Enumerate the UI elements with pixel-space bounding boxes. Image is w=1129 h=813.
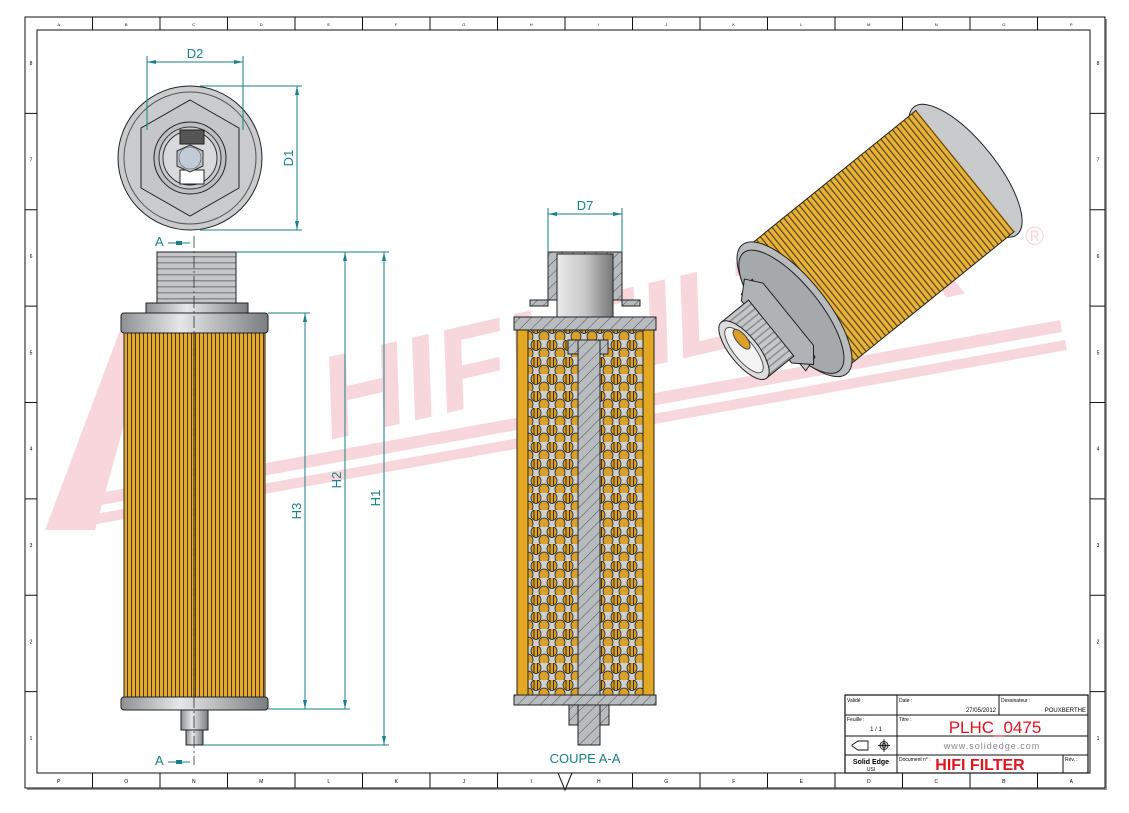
dessinateur-value: POUXBERTHE [1045, 708, 1086, 714]
date-value: 27/05/2012 [966, 708, 997, 714]
zone-label-bottom: C [934, 779, 938, 785]
centering-mark-icon [557, 772, 573, 792]
dimension-d7: D7 [547, 198, 623, 252]
section-marker-top: A [155, 234, 190, 249]
zone-label-left: 1 [30, 736, 33, 742]
section-mark-a-bottom: A [155, 753, 164, 768]
zone-label-left: 2 [30, 639, 33, 645]
label-h3: H3 [289, 503, 304, 520]
label-d1: D1 [281, 150, 296, 167]
dimension-h1: H1 [203, 252, 389, 746]
zone-label-top: O [1002, 22, 1005, 27]
feuille-label: Feuille : [847, 717, 865, 723]
side-view [120, 236, 269, 765]
zone-label-top: J [665, 22, 667, 27]
document-label: Document n° : [899, 757, 931, 763]
titre-label: Titre : [899, 717, 912, 723]
isometric-view [718, 103, 1023, 380]
zone-label-top: E [327, 22, 330, 27]
zone-label-right: 7 [1097, 158, 1100, 164]
zone-label-right: 6 [1097, 254, 1100, 260]
zone-label-bottom: F [732, 779, 735, 785]
watermark-registered-mark: ® [1025, 221, 1044, 251]
zone-label-bottom: K [395, 779, 399, 785]
dessinateur-label: Dessinateur : [1001, 698, 1030, 704]
document-number: HIFI FILTER [935, 757, 1025, 774]
section-view [513, 251, 657, 746]
zone-label-bottom: J [463, 779, 466, 785]
top-view [117, 85, 263, 231]
zone-label-left: 4 [30, 447, 33, 453]
zone-label-top: M [867, 22, 870, 27]
drawing-title: PLHC_0475 [949, 718, 1042, 737]
zone-label-right: 3 [1097, 543, 1100, 549]
section-marker-bottom: A [155, 753, 190, 768]
zone-label-right: 5 [1097, 350, 1100, 356]
section-mark-a-top: A [155, 234, 164, 249]
zone-label-right: 8 [1097, 61, 1100, 67]
zone-label-top: L [800, 22, 803, 27]
zone-label-bottom: M [259, 779, 263, 785]
label-d7: D7 [577, 198, 594, 213]
zone-label-bottom: B [1002, 779, 1006, 785]
valide-label: Validé : [847, 698, 863, 704]
website-text: www.solidedge.com [943, 741, 1041, 751]
zone-label-left: 7 [30, 158, 33, 164]
zone-label-top: I [598, 22, 599, 27]
zone-label-bottom: H [597, 779, 601, 785]
zone-label-bottom: A [1070, 779, 1074, 785]
rev-label: Rév. : [1065, 757, 1078, 763]
zone-label-top: D [260, 22, 263, 27]
units-value: USI [867, 767, 875, 773]
zone-label-top: A [57, 22, 60, 27]
zone-label-top: K [732, 22, 735, 27]
projection-symbol-icon [851, 739, 890, 752]
zone-label-left: 3 [30, 543, 33, 549]
zone-label-bottom: P [57, 779, 61, 785]
zone-label-top: C [192, 22, 195, 27]
feuille-value: 1 / 1 [870, 727, 882, 733]
zone-label-left: 8 [30, 61, 33, 67]
zone-label-right: 4 [1097, 447, 1100, 453]
zone-label-right: 2 [1097, 639, 1100, 645]
label-h2: H2 [329, 472, 344, 489]
zone-label-bottom: N [192, 779, 196, 785]
zone-label-top: G [462, 22, 465, 27]
date-label: Date : [899, 698, 912, 704]
zone-label-bottom: E [800, 779, 804, 785]
zone-label-bottom: O [124, 779, 128, 785]
zone-label-top: H [530, 22, 533, 27]
zone-label-bottom: G [664, 779, 668, 785]
zone-label-top: P [1070, 22, 1073, 27]
label-d2: D2 [187, 46, 204, 61]
dimension-d1: D1 [200, 85, 302, 231]
zone-label-left: 5 [30, 350, 33, 356]
border-zone-labels: A P B O C N D M E L F K G J H I I H J G K F L E M D N C O B P A 8 8 7 7 6 6 5 5… [25, 17, 1105, 792]
zone-label-left: 6 [30, 254, 33, 260]
zone-label-bottom: L [327, 779, 330, 785]
label-h1: H1 [368, 490, 383, 507]
dimension-h3: H3 [268, 312, 350, 710]
zone-label-top: F [395, 22, 398, 27]
zone-label-right: 1 [1097, 736, 1100, 742]
section-caption: COUPE A-A [550, 751, 621, 766]
zone-label-bottom: D [867, 779, 871, 785]
zone-label-top: N [935, 22, 938, 27]
dimension-h2: H2 [236, 251, 389, 709]
title-block: Validé : Date : 27/05/2012 Dessinateur :… [844, 694, 1089, 774]
zone-label-top: B [125, 22, 128, 27]
software-name: Solid Edge [853, 759, 889, 766]
zone-label-bottom: I [531, 779, 532, 785]
dimension-d2: D2 [146, 46, 244, 130]
